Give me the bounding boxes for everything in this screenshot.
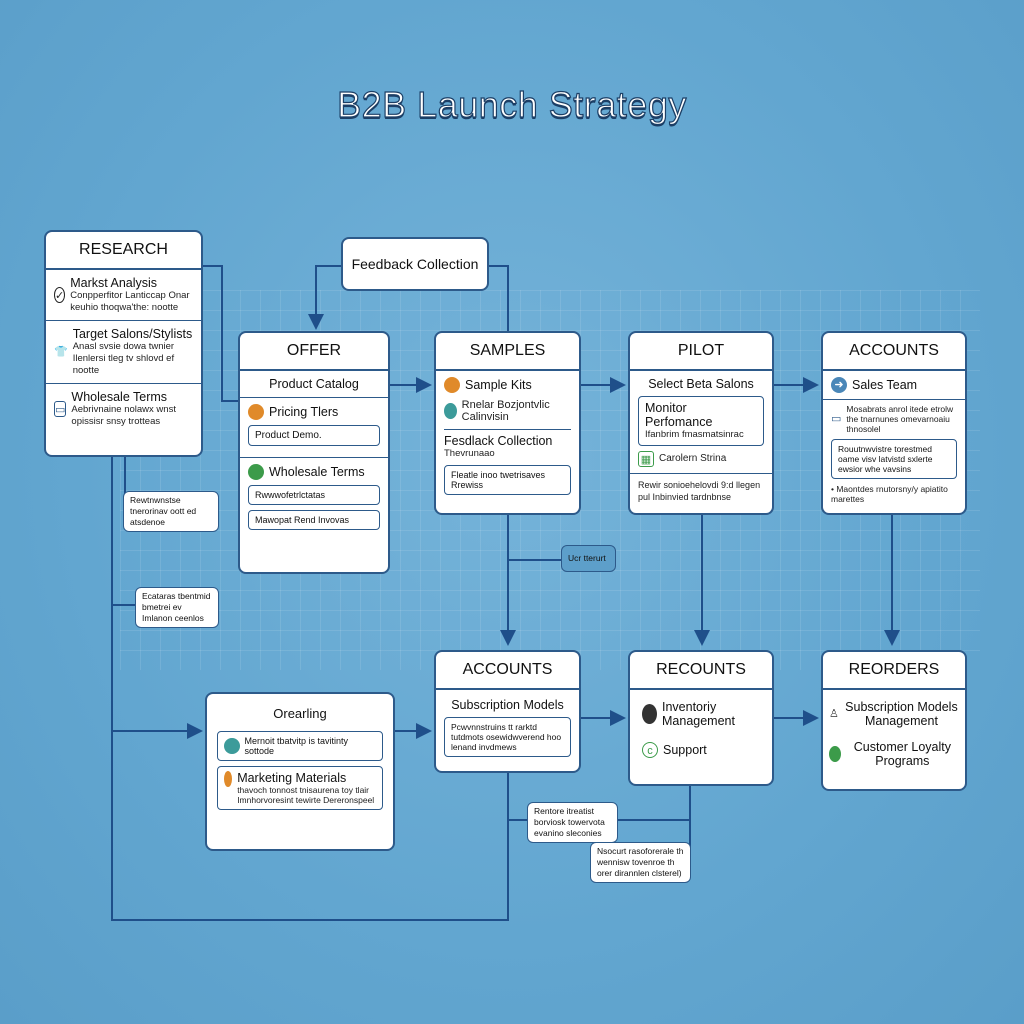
item-label: Wholesale Terms [71,390,168,404]
feedback-collection-node[interactable]: Feedback Collection [341,237,489,291]
item-desc: Conpperfitor Lanticcap Onar keuhio thoqw… [70,290,190,313]
person-icon [642,704,657,724]
monitor-performance: Monitor Perfomance [645,401,713,429]
note: Nsocurt rasoforerale th wennisw tovenroe… [590,842,691,883]
note: Rentore itreatist borviosk towervota eva… [527,802,618,843]
arrow-right-icon: ➜ [831,377,847,393]
accounts-bullet: Maontdes rnutorsny/y apiatito marettes [831,484,948,504]
marketing-materials: Marketing Materials [237,771,347,785]
wholesale-detail: Rwwwofetrlctatas [248,485,380,505]
pilot-title: PILOT [630,333,772,371]
check-circle-icon: ✓ [54,287,66,303]
samples-title: SAMPLES [436,333,579,371]
orearling-item: Mernoit tbatvitp is tavitinty sottode [244,736,349,756]
samples-feedback: Fesdlack Collection [444,429,571,448]
note: Rewtnwnstse tnerorinav oott ed atsdenoe [123,491,219,532]
pilot-item: Carolern Strina [659,453,727,464]
subscription-models-management: Subscription Models Management [845,700,958,728]
card-icon: ▭ [831,411,842,427]
accounts-detail: Rouutnwvistre torestmed oame visv latvis… [831,439,957,479]
pricing-tiers: Pricing Tlers [269,405,339,419]
people-icon [224,771,233,787]
orearling-node[interactable]: Orearling Mernoit tbatvitp is tavitinty … [205,692,395,851]
calendar-icon: ▦ [638,451,654,467]
item-label: Markst Analysis [70,276,158,290]
monitor-sub: Ifanbrim fmasmatsinrac [645,429,744,440]
accounts-bottom-title: ACCOUNTS [436,652,579,690]
item-desc: Aebrivnaine nolawx wnst opissisr snsy tr… [71,404,176,427]
user-icon: ♙ [829,706,839,722]
accounts-title: ACCOUNTS [823,333,965,371]
page-title: B2B Launch Strategy [337,83,687,125]
support-icon: c [642,742,658,758]
link-icon [224,738,240,754]
inventory-management: Inventoriy Management [662,700,735,728]
briefcase-icon: ▭ [54,401,67,417]
recounts-title: RECOUNTS [630,652,772,690]
offer-detail: Mawopat Rend Invovas [248,510,380,530]
shirt-icon: 👕 [54,344,68,360]
wholesale-terms: Wholesale Terms [269,465,365,479]
orearling-title: Orearling [273,706,327,721]
customer-loyalty-programs: Customer Loyalty Programs [853,740,951,768]
marketing-desc: thavoch tonnost tnisaurena toy tlair Imn… [237,785,375,805]
reorders-node[interactable]: REORDERS ♙ Subscription Models Management… [821,650,967,791]
recounts-node[interactable]: RECOUNTS Inventoriy Management c Support [628,650,774,786]
accounts-bottom-detail: Pcwvnnstruins tt rarktd tutdmots osewidw… [444,717,571,757]
pilot-footer: Rewir sonioehelovdi 9:d llegen pul Inbin… [630,473,772,508]
accounts-desc: Mosabrats anrol itede etrolw the tnarnun… [846,404,954,434]
item-label: Target Salons/Stylists [72,327,193,341]
offer-title: OFFER [240,333,388,371]
sample-kits: Sample Kits [465,378,532,392]
accounts-top-node[interactable]: ACCOUNTS ➜ Sales Team ▭Mosabrats anrol it… [821,331,967,515]
product-demo[interactable]: Product Demo. [248,425,380,446]
pricing-icon [248,404,264,420]
analysis-icon [444,403,457,419]
note: Ecataras tbentmid bmetrei ev Imlanon cee… [135,587,219,628]
analysis-label: Rnelar Bozjontvlic Calinvisin [461,399,550,423]
note: Ucr tterurt [561,545,616,572]
product-catalog: Product Catalog [240,371,388,398]
subscription-models: Subscription Models [451,698,564,712]
accounts-bottom-node[interactable]: ACCOUNTS Subscription Models Pcwvnnstrui… [434,650,581,773]
select-beta-salons: Select Beta Salons [648,377,754,391]
samples-node[interactable]: SAMPLES Sample Kits Rnelar Bozjontvlic C… [434,331,581,515]
support: Support [663,743,707,757]
sample-kits-icon [444,377,460,393]
item-desc: Anasl svsie dowa twnier Ilenlersi tleg t… [72,341,175,376]
samples-detail: Fleatle inoo twetrisaves Rrewiss [444,465,571,495]
samples-feedback-sub: Thevrunaao [444,448,495,459]
product-demo-label: Product Demo. [255,430,322,441]
research-title: RESEARCH [46,232,201,270]
wholesale-icon [248,464,264,480]
pilot-node[interactable]: PILOT Select Beta Salons Monitor Perfoma… [628,331,774,515]
loyalty-icon [829,746,841,762]
sales-team: Sales Team [852,378,918,392]
reorders-title: REORDERS [823,652,965,690]
